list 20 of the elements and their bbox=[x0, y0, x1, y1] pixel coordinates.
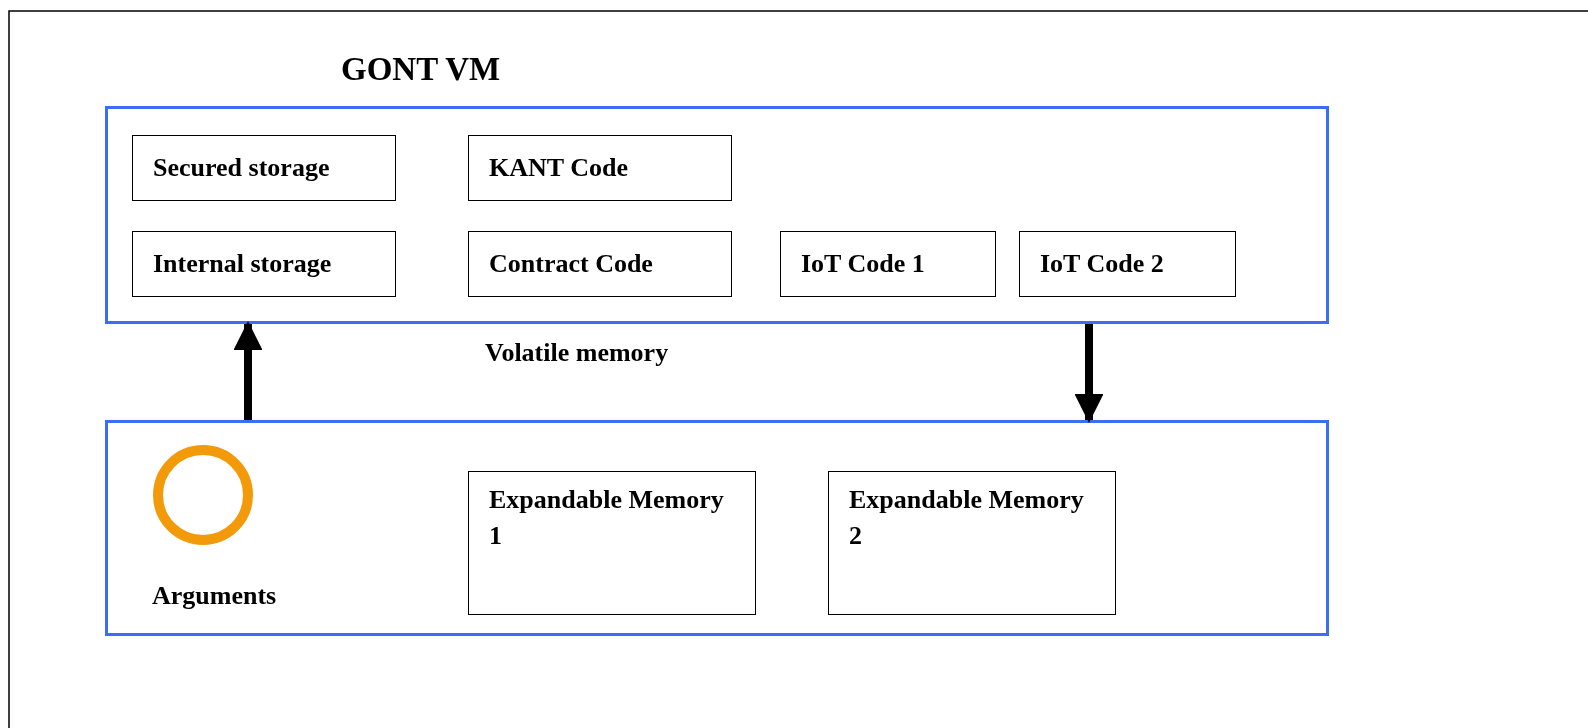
box-label: Contract Code bbox=[489, 247, 653, 280]
box-label: KANT Code bbox=[489, 151, 628, 184]
process-box bbox=[468, 231, 732, 297]
box-label: IoT Code 2 bbox=[1040, 247, 1164, 280]
heading: GONT VM bbox=[341, 51, 501, 87]
process-box bbox=[828, 471, 1116, 615]
process-box bbox=[1019, 231, 1236, 297]
box-label: IoT Code 1 bbox=[801, 247, 925, 280]
box-label: Internal storage bbox=[153, 247, 332, 280]
process-box bbox=[132, 231, 396, 297]
container-box bbox=[105, 420, 1329, 636]
process-box bbox=[468, 471, 756, 615]
box-label: Expandable Memory 2 bbox=[849, 484, 1085, 552]
box-label: Secured storage bbox=[153, 151, 330, 184]
text-label: Volatile memory bbox=[485, 337, 669, 369]
box-label: Expandable Memory 1 bbox=[489, 484, 725, 552]
process-box bbox=[132, 135, 396, 201]
process-box bbox=[780, 231, 996, 297]
process-box bbox=[468, 135, 732, 201]
circle-caption: Arguments bbox=[152, 580, 277, 612]
